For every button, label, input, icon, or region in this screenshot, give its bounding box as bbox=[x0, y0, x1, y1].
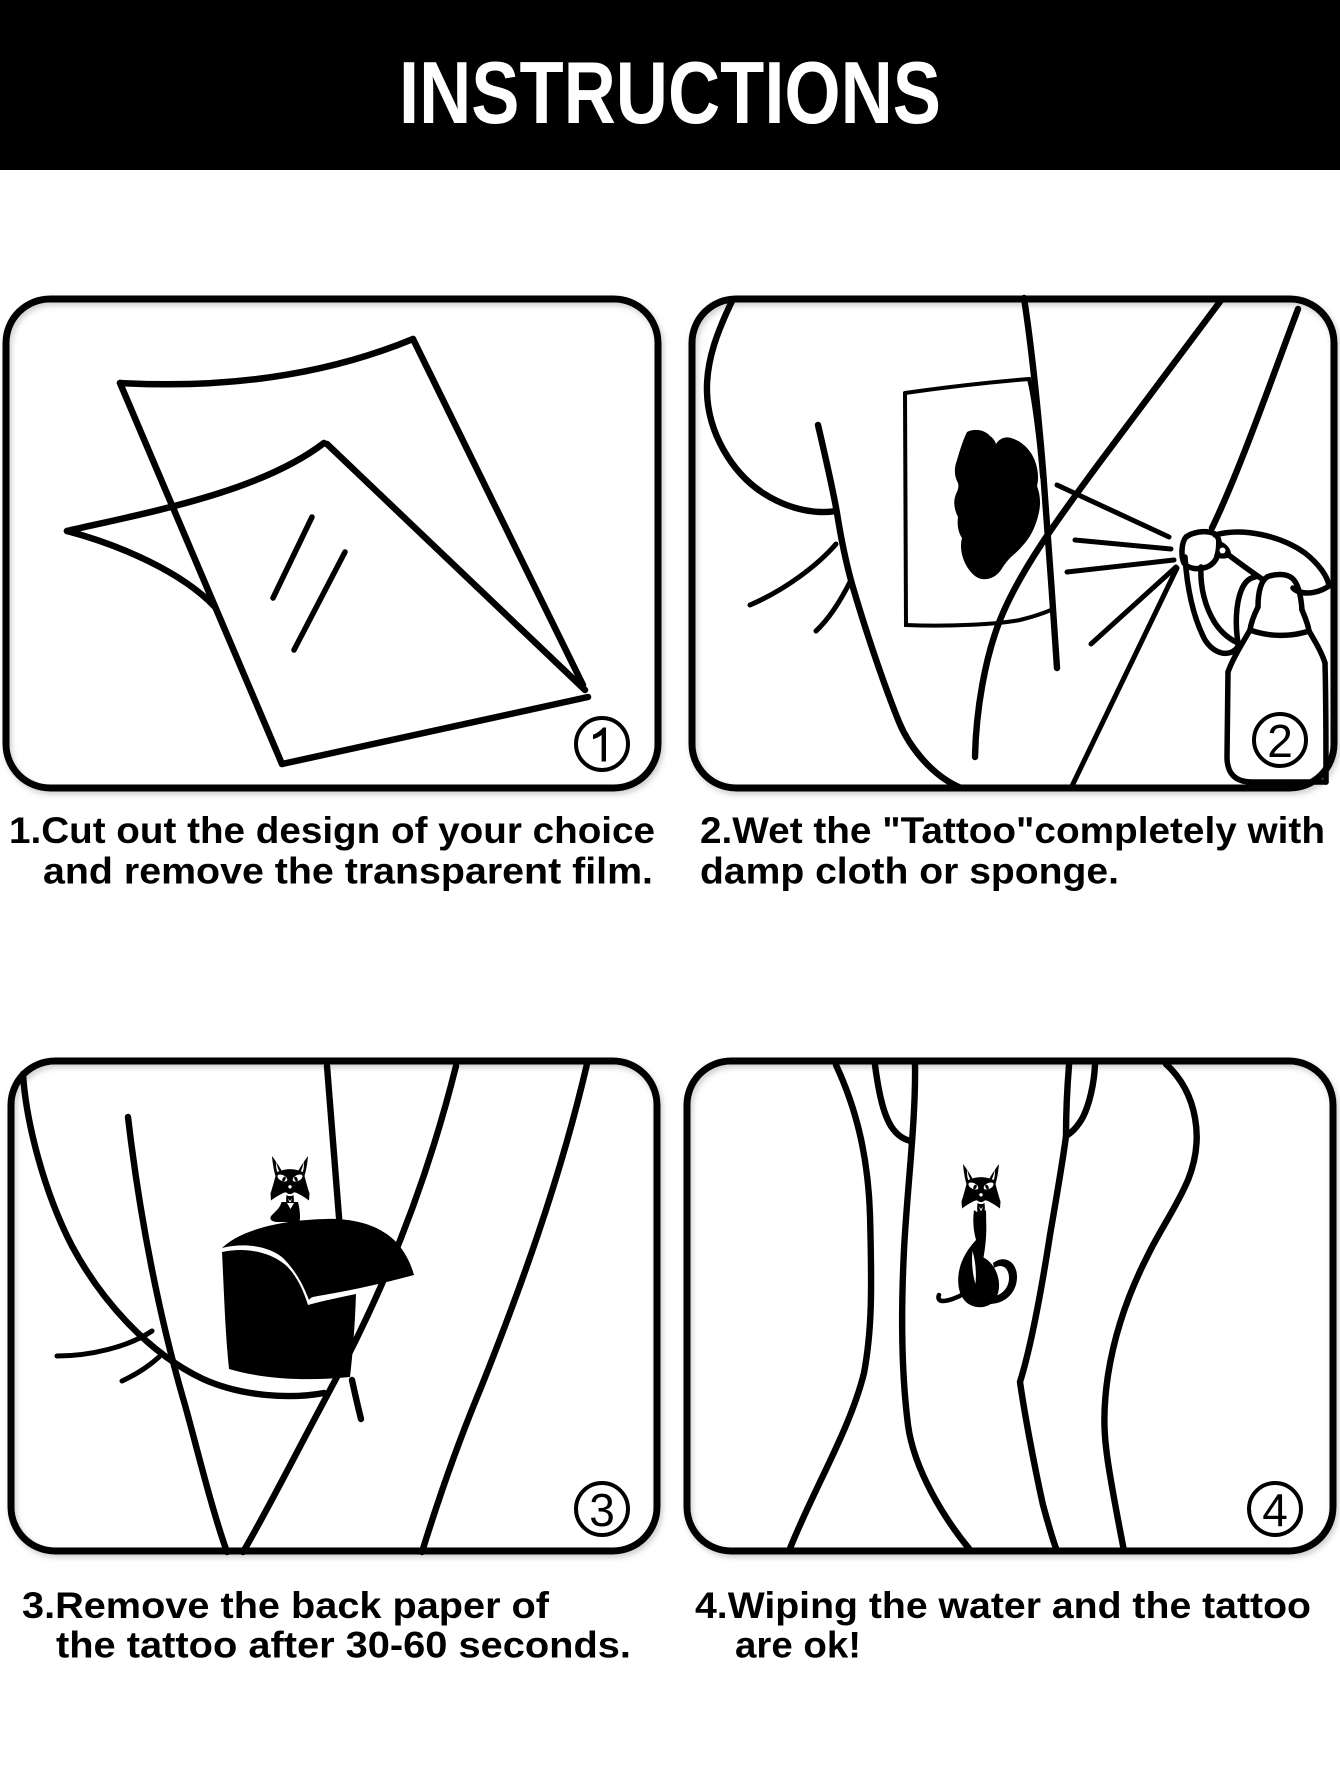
svg-text:INSTRUCTIONS: INSTRUCTIONS bbox=[399, 43, 941, 142]
svg-text:3.Remove the back paper of: 3.Remove the back paper of bbox=[22, 1585, 550, 1626]
svg-text:4: 4 bbox=[1262, 1484, 1288, 1536]
svg-text:2.Wet the "Tattoo"completely w: 2.Wet the "Tattoo"completely with bbox=[700, 810, 1325, 851]
svg-text:are ok!: are ok! bbox=[735, 1625, 861, 1666]
svg-text:1.Cut out the design of your c: 1.Cut out the design of your choice bbox=[9, 810, 655, 851]
svg-text:3: 3 bbox=[589, 1484, 615, 1536]
svg-text:and remove the transparent fil: and remove the transparent film. bbox=[43, 851, 653, 892]
svg-text:damp cloth or sponge.: damp cloth or sponge. bbox=[700, 851, 1119, 892]
svg-text:4.Wiping the water and the tat: 4.Wiping the water and the tattoo bbox=[695, 1585, 1311, 1626]
svg-text:2: 2 bbox=[1267, 715, 1293, 767]
svg-text:the tattoo after 30-60 seconds: the tattoo after 30-60 seconds. bbox=[56, 1625, 631, 1666]
